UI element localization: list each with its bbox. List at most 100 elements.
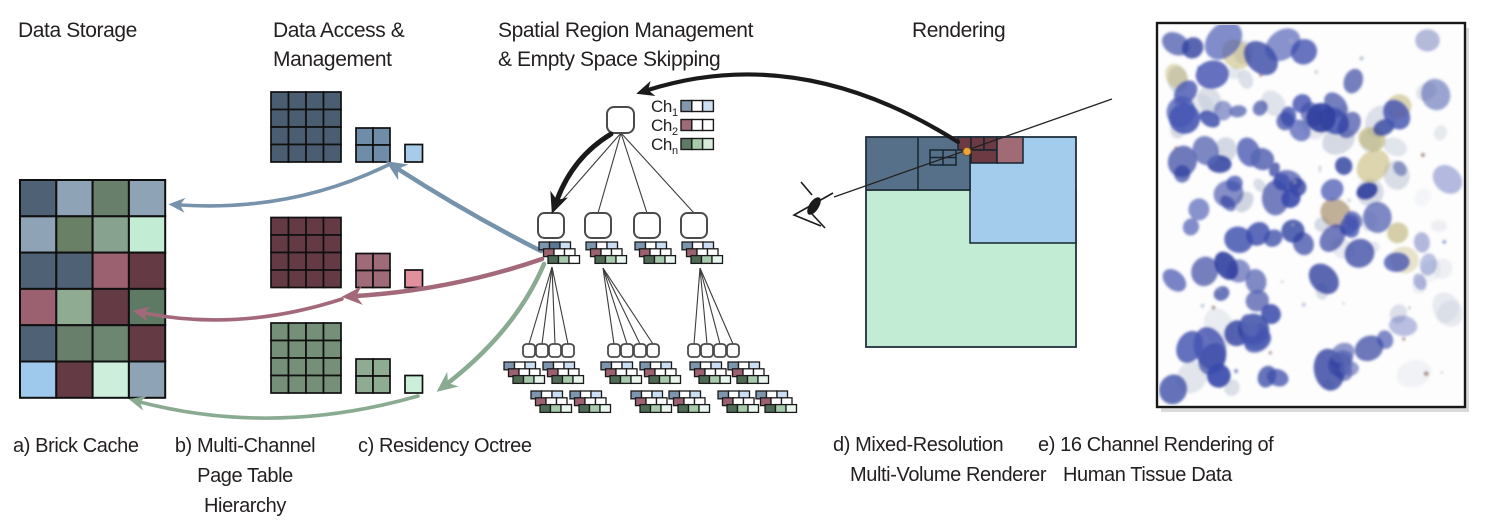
channel-1-blue-pagetable-l0-cell xyxy=(287,143,307,163)
tissue-speck xyxy=(1234,369,1239,374)
channel-n-green-pagetable-l0-cell xyxy=(270,374,290,394)
octree-node xyxy=(713,343,727,358)
tissue-cell-nucleus xyxy=(1320,178,1344,202)
tissue-cell-faint xyxy=(1436,300,1459,324)
tissue-speck xyxy=(1408,306,1411,309)
legend-strip-cell xyxy=(680,137,693,151)
channel-n-green-pagetable-l0-cell xyxy=(322,322,342,342)
octree-root-node xyxy=(606,106,635,134)
legend-strip-cell xyxy=(701,118,715,132)
octree-edge xyxy=(551,266,556,345)
tissue-speck xyxy=(1344,214,1349,220)
octree-node xyxy=(561,343,575,358)
tissue-speck xyxy=(1301,302,1306,307)
tissue-cell-nucleus xyxy=(1280,106,1297,127)
residency-stack-cell xyxy=(547,254,560,265)
tissue-cell-nucleus xyxy=(1204,25,1243,60)
channel-n-green-pagetable-l1-cell xyxy=(355,358,374,377)
residency-stack-cell xyxy=(698,374,711,385)
tissue-speck xyxy=(1359,56,1364,61)
tissue-speck xyxy=(1281,281,1284,283)
channel-1-blue-pagetable-l0-cell xyxy=(270,91,290,111)
tissue-cell-nucleus xyxy=(1243,41,1278,76)
residency-stack-cell xyxy=(649,403,662,414)
header-spatial-line1: Spatial Region Management xyxy=(498,19,754,42)
brick-cache-cell xyxy=(127,251,167,290)
caption-e-line1: e) 16 Channel Rendering of xyxy=(1038,434,1274,456)
channel-1-blue-pagetable-l0-cell xyxy=(305,91,325,111)
octree-node xyxy=(680,212,708,239)
tissue-speck xyxy=(1423,371,1429,377)
tissue-cell-nucleus xyxy=(1383,99,1411,130)
channel-n-green-pagetable-l0-cell xyxy=(287,339,307,359)
octree-level2 xyxy=(537,212,724,265)
page-table-hierarchy xyxy=(270,91,424,394)
octree-node xyxy=(548,343,562,358)
channel-n-green-pagetable-l0-cell xyxy=(305,374,325,394)
channel-1-blue-pagetable-l1-cell xyxy=(372,144,391,163)
channel-n-green-pagetable-l0-cell xyxy=(322,357,342,377)
renderer-to-octree-lookup-arrow xyxy=(636,72,961,145)
tissue-speck xyxy=(1289,38,1294,43)
brick-cache-cell xyxy=(55,360,94,399)
octree-edges xyxy=(550,132,695,214)
residency-stack-cell xyxy=(757,374,770,385)
channel-2-red-pagetable-l0-cell xyxy=(270,251,290,271)
octree-to-red-pagetable-arrow xyxy=(341,256,545,305)
tissue-speck xyxy=(1211,305,1216,310)
tissue-cell-nucleus xyxy=(1308,263,1339,295)
residency-stack-cell xyxy=(660,403,673,414)
channel-n-green-pagetable-l0-cell xyxy=(287,374,307,394)
channel-1-blue-pagetable-l0-cell xyxy=(305,143,325,163)
residency-stack-cell xyxy=(736,374,749,385)
octree-node xyxy=(537,212,565,239)
tissue-cell-nucleus xyxy=(1162,32,1190,56)
tissue-speck xyxy=(1442,240,1447,244)
channel-n-green-pagetable-l0-cell xyxy=(270,339,290,359)
caption-b-line1: b) Multi-Channel xyxy=(175,435,315,457)
residency-stack-cell xyxy=(643,254,656,265)
octree-edge xyxy=(551,266,569,345)
renderer-outline xyxy=(865,136,1077,348)
channel-1-blue-pagetable-l0-cell xyxy=(305,108,325,128)
eye-icon xyxy=(792,181,834,229)
legend-strip-cell xyxy=(691,99,704,113)
channel-2-red-pagetable-l0-cell xyxy=(322,269,342,289)
channel-n-green-pagetable-l0-cell xyxy=(322,339,342,359)
octree-node xyxy=(584,212,612,239)
residency-stack-cell xyxy=(736,403,749,414)
channel-2-red-pagetable-l2-cell xyxy=(404,269,424,289)
tissue-speck xyxy=(1318,169,1322,173)
brick-cache-cell xyxy=(19,324,58,363)
tissue-cell-nucleus xyxy=(1419,253,1437,276)
octree-edge xyxy=(620,132,695,214)
tissue-speck xyxy=(1347,198,1351,202)
residency-stack-cell xyxy=(711,254,724,265)
tissue-speck xyxy=(1399,112,1402,115)
residency-stack-cell xyxy=(615,254,628,265)
brick-cache-cell xyxy=(91,324,130,363)
tissue-cell-nucleus xyxy=(1250,147,1275,171)
tissue-cell-nucleus xyxy=(1191,256,1219,287)
tissue-cell-nucleus xyxy=(1261,303,1281,325)
residency-stack-cell xyxy=(664,254,677,265)
tissue-cell-faint xyxy=(1414,187,1432,207)
residency-stack-cell xyxy=(648,374,661,385)
brick-cache-cell xyxy=(91,215,130,254)
tissue-render xyxy=(1155,21,1469,412)
eye-tick-bottom xyxy=(811,213,826,229)
brick-cache-cell xyxy=(19,287,58,327)
channel-1-blue-pagetable-l0-cell xyxy=(270,126,290,146)
channel-2-red-pagetable-l0-cell xyxy=(270,216,290,236)
brick-cache-cell xyxy=(91,251,130,290)
residency-stack-cell xyxy=(764,403,777,414)
tissue-cell-faint xyxy=(1434,125,1447,141)
tissue-cell-nucleus xyxy=(1377,330,1394,349)
channel-2-red-pagetable-l0-cell xyxy=(287,234,307,254)
green-pagetable-to-cache-arrow xyxy=(128,394,420,420)
tissue-cell-nucleus xyxy=(1413,273,1427,291)
octree-edge xyxy=(699,267,734,345)
octree-node xyxy=(620,343,634,358)
tissue-speck xyxy=(1402,337,1406,341)
residency-stack-cell xyxy=(747,403,760,414)
